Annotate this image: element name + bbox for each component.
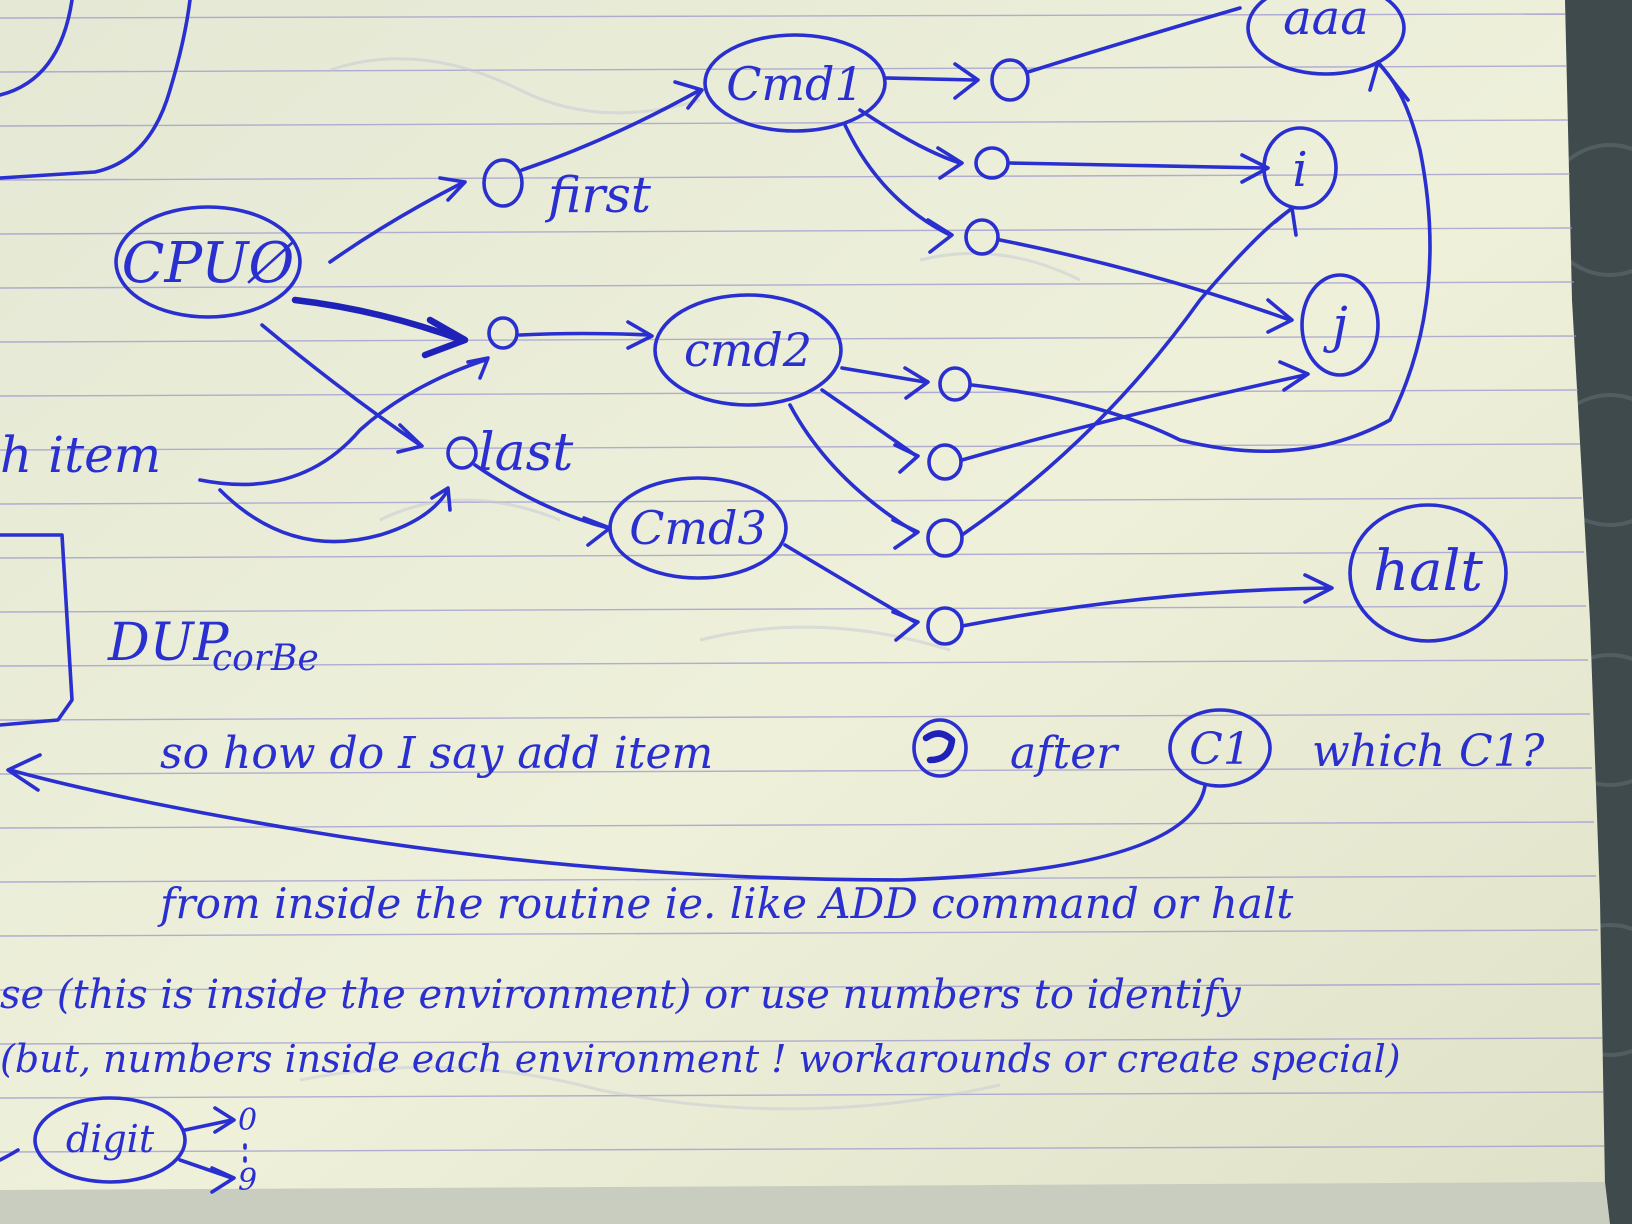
c1-return-arrowhead — [6, 753, 42, 792]
first-label: first — [544, 166, 652, 224]
item-circle-mark — [912, 718, 968, 778]
cmd1-node — [703, 33, 887, 133]
digit-label: digit — [66, 1117, 155, 1161]
cpu0-label: CPUØ — [122, 231, 296, 296]
show-through — [299, 57, 1081, 1111]
c1-label: C1 — [1189, 724, 1251, 775]
state-circles — [446, 58, 1030, 646]
note-line1-b: after — [1010, 728, 1120, 779]
cmd3-label: Cmd3 — [629, 501, 767, 555]
c1-node — [1168, 708, 1272, 788]
aaa-label: aaa — [1283, 0, 1369, 46]
paper-sheet — [0, 0, 1605, 1195]
c1-return-arrow — [8, 768, 1207, 882]
digit-incoming-edge — [0, 1148, 20, 1162]
note-line2: from inside the routine ie. like ADD com… — [157, 879, 1293, 928]
note-line4: (but, numbers inside each environment ! … — [0, 1037, 1401, 1081]
halt-node — [1348, 503, 1508, 643]
aaa-node — [1246, 0, 1406, 76]
halt-label: halt — [1373, 539, 1483, 604]
note-line1-a: so how do I say add item — [160, 728, 713, 779]
note-line3: se (this is inside the environment) or u… — [0, 972, 1242, 1018]
ruled-lines — [0, 13, 1605, 1153]
digit-arrow-0 — [213, 1106, 236, 1134]
cmd2-node — [653, 293, 843, 407]
partial-box-left — [0, 533, 74, 727]
digit-zero-label: 0 — [238, 1103, 257, 1138]
note-line1-c: which C1? — [1312, 726, 1545, 777]
j-node — [1300, 273, 1380, 377]
i-label: i — [1292, 142, 1307, 198]
item-scribble — [922, 730, 956, 764]
item-label: h item — [0, 426, 161, 484]
cpu0-node — [114, 205, 302, 319]
paper-stack-edge — [0, 1182, 1610, 1224]
cmd2-label: cmd2 — [684, 323, 812, 377]
last-label: last — [478, 423, 573, 483]
digit-arrow-9 — [210, 1166, 236, 1194]
cmd1-label: Cmd1 — [726, 57, 864, 111]
digit-edge-0 — [183, 1118, 234, 1132]
dup-label: DUP — [107, 613, 230, 673]
partial-box-top — [0, 0, 192, 180]
digit-nine-label: 9 — [238, 1163, 257, 1198]
corbe-label: corBe — [212, 638, 319, 679]
digit-node — [33, 1096, 187, 1184]
partial-loop-top-left — [0, 0, 74, 97]
diagram-edges — [198, 6, 1432, 642]
